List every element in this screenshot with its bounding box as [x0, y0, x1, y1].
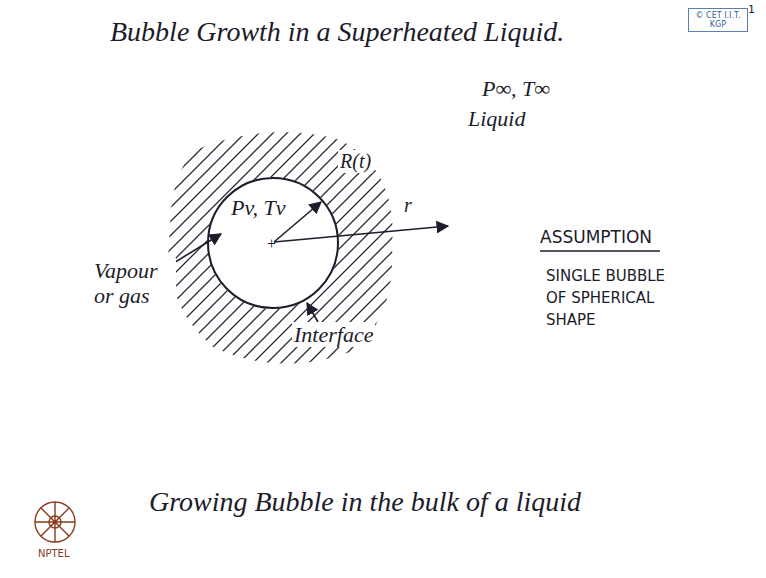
liquid-hatching	[168, 132, 392, 364]
copyright-stamp: © CET I.I.T. KGP	[688, 8, 748, 32]
assumption-underline	[540, 250, 660, 251]
center-mark: +	[267, 235, 276, 252]
assumption-text: SINGLE BUBBLE OF SPHERICAL SHAPE	[546, 266, 686, 331]
slide-title: Bubble Growth in a Superheated Liquid.	[110, 16, 564, 48]
slide-caption: Growing Bubble in the bulk of a liquid	[140, 484, 590, 520]
interface-label: Interface	[292, 322, 375, 347]
liquid-label: Liquid	[468, 106, 525, 131]
interface-leader	[307, 303, 318, 322]
stamp-text: © CET I.I.T. KGP	[693, 11, 743, 29]
vapour-leader	[172, 234, 221, 264]
page-number: 1	[748, 4, 755, 17]
assumption-heading: ASSUMPTION	[540, 228, 652, 248]
nptel-logo	[35, 502, 75, 542]
bubble-fill	[207, 177, 339, 309]
logo-text: NPTEL	[38, 548, 70, 560]
bubble-state-label: Pv, Tv	[231, 195, 286, 221]
vapour-label: Vapour or gas	[92, 258, 176, 309]
pressure-temperature-far: P∞, T∞	[482, 76, 550, 101]
bubble-circle: Pv, Tv	[207, 177, 339, 309]
radius-label: R(t)	[338, 150, 373, 173]
r-axis-arrow	[274, 226, 448, 242]
radial-coordinate-label: r	[402, 194, 414, 217]
